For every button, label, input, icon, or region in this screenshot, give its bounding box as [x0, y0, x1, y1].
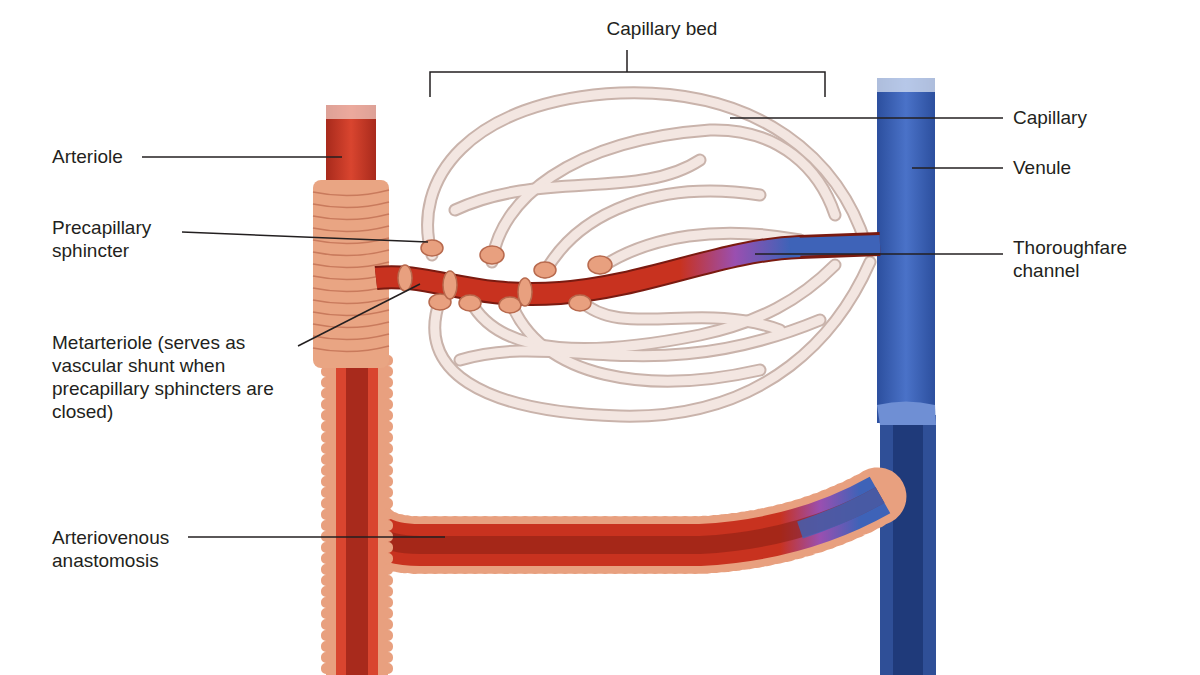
part-label: Capillary	[1013, 106, 1183, 129]
arteriovenous-anastomosis-vessel	[360, 380, 880, 545]
part-label: Capillary bed	[562, 17, 762, 40]
leader-lines	[142, 118, 1003, 537]
capillary-bed-bracket	[430, 50, 825, 97]
part-label: Metarteriole (serves as vascular shunt w…	[52, 331, 287, 423]
part-label: Arteriovenous anastomosis	[52, 526, 202, 572]
precapillary-sphincters	[398, 240, 612, 313]
part-label: Venule	[1013, 156, 1183, 179]
part-label: Precapillary sphincter	[52, 216, 187, 262]
part-label: Thoroughfare channel	[1013, 236, 1153, 282]
part-label: Arteriole	[52, 145, 202, 168]
